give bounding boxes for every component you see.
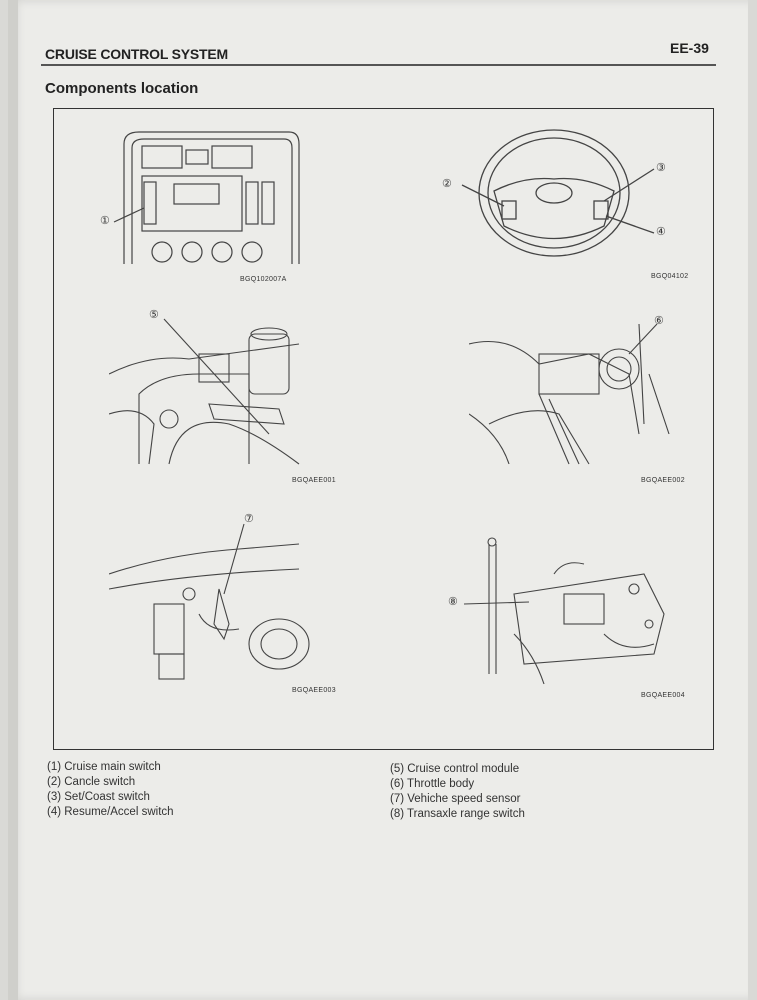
legend-right: (5) Cruise control module (6) Throttle b… [390, 762, 525, 822]
legend-item: (2) Cancle switch [47, 776, 136, 788]
figure-throttle-body: ⑥ BGQAEE002 [469, 314, 709, 484]
manual-page: CRUISE CONTROL SYSTEM EE-39 Components l… [8, 0, 748, 1000]
steering-wheel-illustration [461, 129, 655, 257]
figure-id: BGQAEE002 [641, 477, 685, 484]
legend-item: (7) Vehiche speed sensor [390, 793, 521, 805]
figure-id: BGQAEE003 [292, 687, 336, 694]
header-rule [41, 64, 716, 66]
callout-4: ④ [656, 226, 666, 238]
legend-left: (1) Cruise main switch (2) Cancle switch… [47, 760, 174, 820]
figure-id: BGQAEE001 [292, 477, 336, 484]
binding-edge [8, 0, 18, 1000]
callout-6: ⑥ [654, 315, 664, 327]
throttle-body-illustration [469, 323, 670, 465]
legend-item: (3) Set/Coast switch [47, 791, 150, 803]
callout-5: ⑤ [149, 309, 159, 321]
legend-item: (5) Cruise control module [390, 763, 520, 775]
transaxle-illustration [463, 537, 665, 685]
figure-frame: ① BGQ102007A ② ③ ④ BGQ04102 [53, 108, 714, 750]
callout-1: ① [100, 215, 110, 227]
callout-3: ③ [656, 162, 666, 174]
figure-transaxle-switch: ⑧ BGQAEE004 [448, 534, 709, 699]
figure-id: BGQ04102 [651, 273, 689, 280]
callout-8: ⑧ [448, 596, 458, 608]
legend-item: (4) Resume/Accel switch [47, 806, 174, 818]
engine-bay-illustration-1 [109, 318, 300, 465]
figure-dashboard-switch: ① BGQ102007A [94, 124, 304, 284]
section-title: Components location [45, 80, 199, 97]
callout-7: ⑦ [244, 513, 254, 525]
legend-item: (1) Cruise main switch [47, 761, 161, 773]
figure-steering-wheel: ② ③ ④ BGQ04102 [434, 121, 699, 281]
figure-speed-sensor: ⑦ BGQAEE003 [109, 513, 349, 694]
callout-2: ② [442, 178, 452, 190]
dashboard-illustration [113, 131, 300, 264]
engine-bay-illustration-2 [109, 523, 310, 680]
figure-cruise-module: ⑤ BGQAEE001 [109, 309, 349, 484]
page-number: EE-39 [670, 40, 709, 56]
figure-id: BGQ102007A [240, 276, 287, 283]
legend-item: (6) Throttle body [390, 778, 475, 790]
figure-id: BGQAEE004 [641, 692, 685, 699]
chapter-title: CRUISE CONTROL SYSTEM [45, 46, 229, 62]
legend-item: (8) Transaxle range switch [390, 808, 525, 820]
